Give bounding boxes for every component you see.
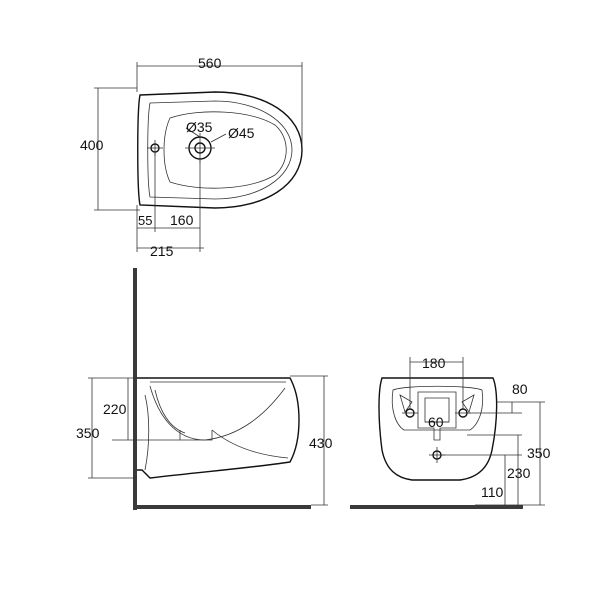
dim-side-430: 430 [309,435,333,451]
top-view-inner-rim [147,100,293,200]
rear-view [350,357,545,509]
dim-depth-400: 400 [80,137,104,153]
side-view-body [137,377,300,479]
dim-side-350: 350 [76,425,100,441]
top-view-outline [137,91,303,209]
side-view [88,268,328,510]
dim-side-220: 220 [103,401,127,417]
dim-rear-230: 230 [507,465,531,481]
dim-rear-80: 80 [512,381,528,397]
top-view-basin [163,111,287,189]
dim-hole-45: Ø45 [228,125,255,141]
dim-hole-35: Ø35 [186,119,213,135]
top-view [94,62,303,252]
rear-view-body [378,377,498,481]
dim-rear-110: 110 [481,484,504,500]
rear-floor [350,505,523,509]
side-floor [133,505,311,509]
side-view-basin [149,385,286,441]
dim-offset-215: 215 [150,243,174,259]
dim-offset-160: 160 [170,212,194,228]
dim-offset-55: 55 [138,213,152,228]
dim-width-560: 560 [198,55,222,71]
dim-rear-180: 180 [422,355,446,371]
side-wall [133,268,137,510]
dim-rear-60: 60 [428,414,444,430]
dim-rear-350: 350 [527,445,551,461]
rear-view-bracket [417,391,457,441]
